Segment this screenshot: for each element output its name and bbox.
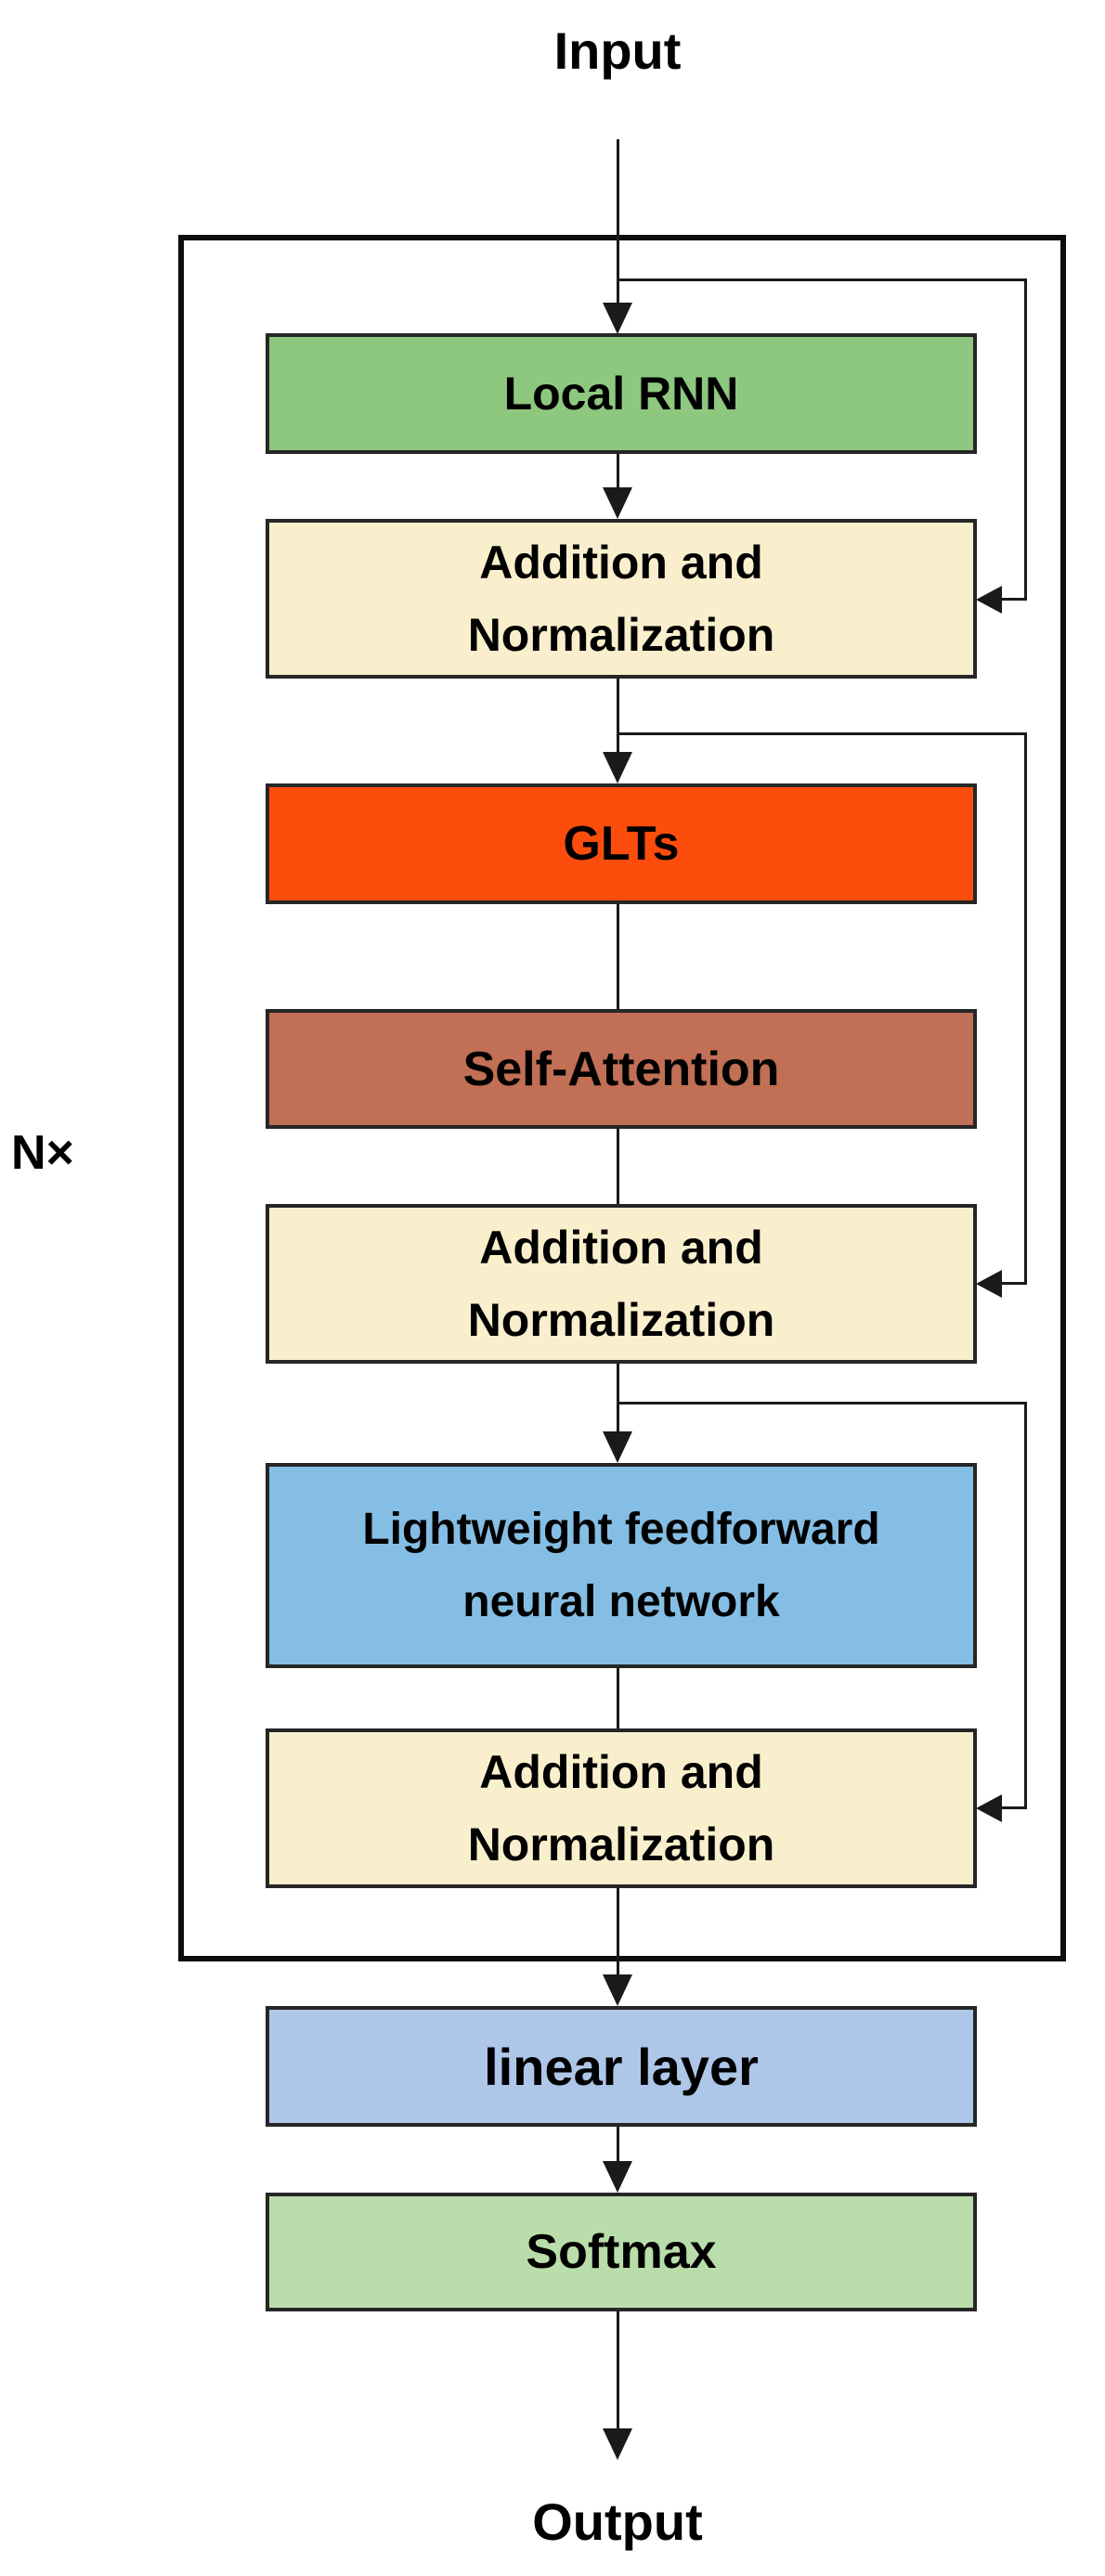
connector-softmax-to-output (617, 2311, 619, 2429)
arrowhead-skip2-into-addnorm2 (976, 1270, 1002, 1298)
repeat-count-label: N× (11, 1126, 74, 1180)
block-local-rnn-label: Local RNN (503, 368, 739, 420)
connector-input-to-local-rnn (617, 139, 619, 304)
block-add-norm-2-line1: Addition and (479, 1222, 763, 1274)
connector-glts-to-self-attention (617, 904, 619, 1009)
block-add-norm-1-line1: Addition and (479, 537, 763, 589)
connector-addnorm2-to-feedforward (617, 1364, 619, 1432)
input-label: Input (553, 21, 682, 80)
block-feedforward-line1: Lightweight feedforward (362, 1504, 880, 1554)
skip2-vertical (1024, 732, 1027, 1285)
connector-feedforward-to-addnorm3 (617, 1668, 619, 1728)
connector-addnorm3-to-linear (617, 1888, 619, 1975)
skip2-horizontal-bottom (1001, 1282, 1027, 1285)
skip1-horizontal-bottom (1001, 598, 1027, 601)
block-add-norm-2: Addition and Normalization (266, 1204, 977, 1364)
connector-self-attention-to-addnorm2 (617, 1129, 619, 1204)
block-self-attention: Self-Attention (266, 1009, 977, 1129)
connector-linear-to-softmax (617, 2127, 619, 2162)
block-linear-layer-label: linear layer (484, 2037, 759, 2096)
connector-local-rnn-to-addnorm1 (617, 454, 619, 489)
encoder-repeat-box (178, 235, 1066, 1961)
arrowhead-into-glts (603, 752, 632, 783)
arrowhead-into-softmax (603, 2161, 632, 2193)
block-self-attention-label: Self-Attention (462, 1042, 780, 1096)
arrowhead-into-feedforward (603, 1431, 632, 1463)
skip3-vertical (1024, 1402, 1027, 1809)
block-add-norm-1: Addition and Normalization (266, 519, 977, 679)
block-feedforward-line2: neural network (462, 1576, 780, 1626)
block-glts: GLTs (266, 783, 977, 904)
output-label: Output (532, 2492, 703, 2551)
skip3-horizontal-bottom (1001, 1806, 1027, 1809)
skip1-vertical (1024, 278, 1027, 601)
connector-addnorm1-to-glts (617, 679, 619, 753)
skip1-horizontal-top (618, 278, 1027, 281)
arrowhead-skip1-into-addnorm1 (976, 586, 1002, 614)
block-add-norm-3: Addition and Normalization (266, 1728, 977, 1888)
block-add-norm-2-line2: Normalization (467, 1294, 775, 1346)
arrowhead-skip3-into-addnorm3 (976, 1794, 1002, 1822)
arrowhead-into-local-rnn (603, 303, 632, 334)
arrowhead-into-addnorm1 (603, 487, 632, 519)
skip2-horizontal-top (618, 732, 1027, 735)
arrowhead-into-linear (603, 1974, 632, 2006)
block-feedforward: Lightweight feedforward neural network (266, 1463, 977, 1668)
block-glts-label: GLTs (563, 817, 680, 871)
skip3-horizontal-top (618, 1402, 1027, 1405)
block-local-rnn: Local RNN (266, 333, 977, 454)
block-add-norm-1-line2: Normalization (467, 609, 775, 661)
block-linear-layer: linear layer (266, 2006, 977, 2127)
block-add-norm-3-line2: Normalization (467, 1819, 775, 1871)
arrowhead-into-output (603, 2428, 632, 2460)
block-softmax-label: Softmax (526, 2225, 717, 2279)
block-add-norm-3-line1: Addition and (479, 1746, 763, 1798)
block-softmax: Softmax (266, 2193, 977, 2311)
